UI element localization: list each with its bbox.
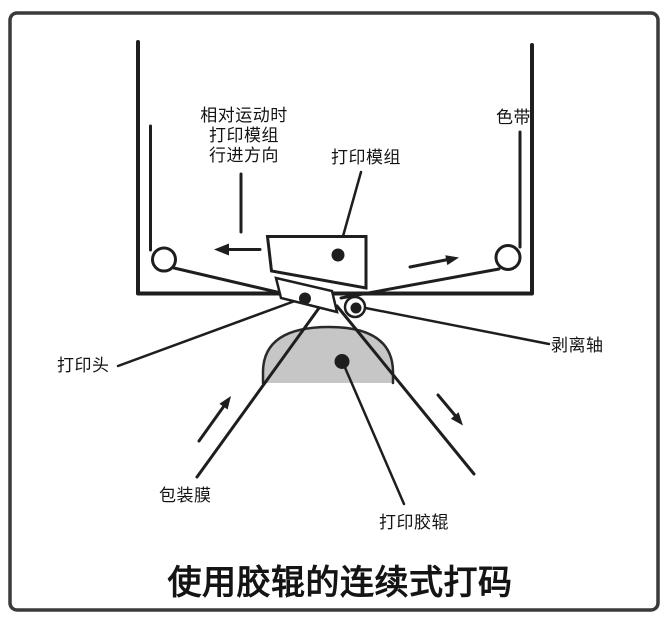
film-in-arrowhead	[219, 396, 231, 410]
packaging-film-line-in	[195, 306, 321, 479]
print-module-label: 打印模组	[331, 148, 401, 167]
right-guide-roller	[494, 244, 522, 271]
peel-shaft-dot	[350, 302, 362, 314]
ribbon-path-right	[339, 267, 501, 300]
ribbon-feed-arrowhead	[445, 255, 459, 266]
ribbon-label: 色带	[496, 108, 531, 127]
print-head-label: 打印头	[57, 356, 110, 375]
left-guide-roller	[151, 246, 177, 273]
print-module-dot	[331, 248, 345, 262]
direction-note-line3: 行进方向	[209, 146, 279, 165]
print-head-pointer-line	[116, 296, 305, 368]
film-in-arrow-shaft	[197, 404, 226, 443]
figure-title: 使用胶辊的连续式打码	[167, 564, 513, 602]
module-travel-arrowhead	[214, 243, 229, 256]
print-roller-dot	[334, 354, 350, 369]
direction-note-line1: 相对运动时	[200, 106, 288, 125]
peel-shaft-label: 剥离轴	[551, 336, 604, 355]
direction-note: 相对运动时 打印模组 行进方向	[200, 106, 288, 166]
outer-border	[8, 11, 660, 612]
ribbon-feed-arrow	[408, 255, 459, 269]
print-roller-label: 打印胶辊	[379, 513, 449, 532]
packaging-film-line-out	[335, 304, 476, 476]
print-roller-pointer-line	[341, 361, 406, 506]
print-head-dot	[299, 292, 311, 305]
machine-frame	[136, 40, 534, 296]
film-out-arrow	[436, 393, 463, 426]
peel-shaft-pointer-line	[361, 306, 551, 346]
film-out-arrow-shaft	[436, 393, 458, 418]
module-travel-arrow	[214, 243, 262, 256]
film-out-arrowhead	[450, 412, 463, 426]
film-in-arrow	[197, 396, 231, 443]
direction-note-line2: 打印模组	[209, 126, 279, 145]
print-rubber-roller-outline	[261, 325, 395, 385]
packaging-film-label: 包装膜	[159, 486, 212, 505]
ribbon-feed-arrow-shaft	[408, 258, 450, 269]
print-module-box	[265, 235, 368, 290]
